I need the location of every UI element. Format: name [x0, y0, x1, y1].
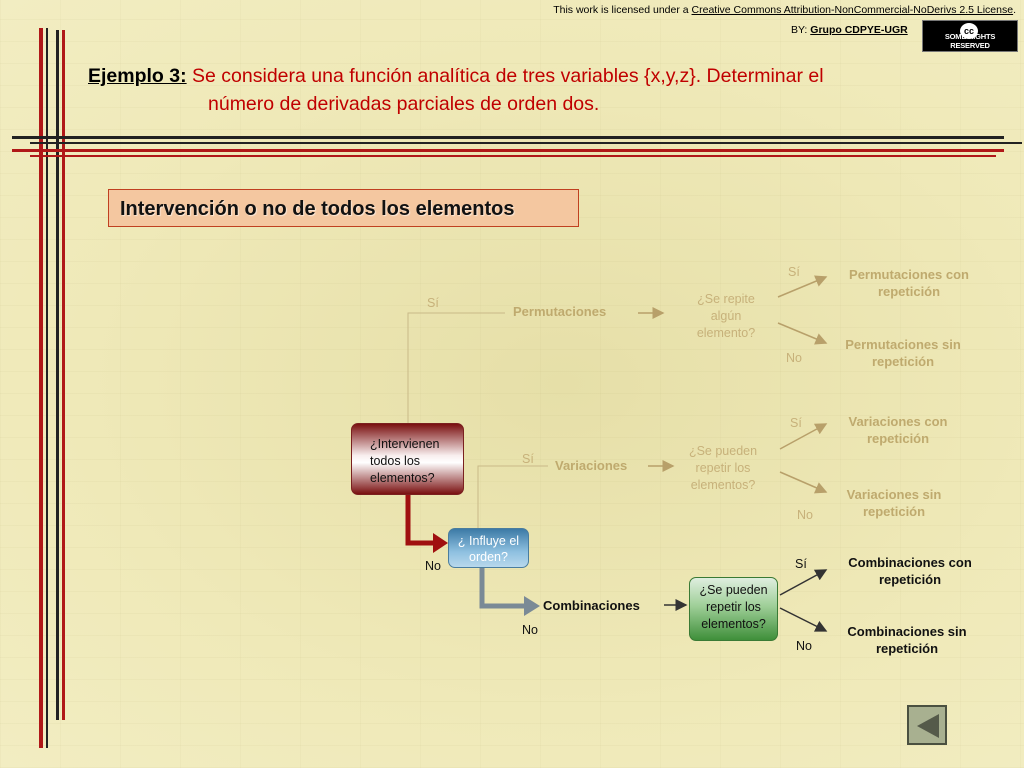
- connector-root-yes: [407, 312, 505, 423]
- cc-logo-icon: cc: [960, 23, 978, 39]
- cc-license-badge[interactable]: cc SOME RIGHTS RESERVED: [922, 20, 1018, 52]
- back-button[interactable]: [907, 705, 947, 745]
- connector-root-no-head: [433, 533, 448, 553]
- author-link[interactable]: Grupo CDPYE-UGR: [810, 24, 908, 36]
- title-line-2: número de derivadas parciales de orden d…: [208, 93, 600, 115]
- connector-comb-yes: [779, 569, 828, 596]
- var-no-label: No: [797, 508, 813, 522]
- result-var-con: Variaciones con repetición: [848, 414, 948, 446]
- order-no-label: No: [522, 623, 538, 637]
- perm-repeat-question: ¿Se repite algún elemento?: [696, 292, 756, 340]
- license-notice: This work is licensed under a Creative C…: [553, 4, 1016, 16]
- example-label: Ejemplo 3:: [88, 65, 187, 87]
- perm-yes-label: Sí: [788, 265, 800, 279]
- connector-order-yes: [477, 465, 548, 528]
- connector-root-no: [405, 495, 436, 546]
- page-title: Ejemplo 3: Se considera una función anal…: [88, 62, 968, 118]
- connector-var-no: [779, 471, 828, 494]
- comb-yes-label: Sí: [795, 557, 807, 571]
- frame-horizontal-red: [12, 149, 1004, 152]
- connector-var-yes: [779, 423, 828, 450]
- cc-badge-text: SOME RIGHTS RESERVED: [944, 32, 996, 50]
- result-perm-con: Permutaciones con repetición: [849, 267, 969, 299]
- back-triangle-icon: [917, 714, 939, 738]
- order-question-node: ¿ Influye el orden?: [448, 528, 529, 568]
- frame-horizontal-red-2: [30, 155, 996, 157]
- perm-no-label: No: [786, 351, 802, 365]
- frame-horizontal-black: [12, 136, 1004, 139]
- frame-vertical-black: [46, 28, 48, 748]
- connector-order-no-head: [524, 596, 540, 616]
- connector-order-no: [479, 568, 526, 609]
- result-var-sin: Variaciones sin repetición: [846, 487, 942, 519]
- connector-perm-yes: [777, 275, 828, 298]
- connector-comb-no: [779, 607, 828, 632]
- comb-no-label: No: [796, 639, 812, 653]
- frame-vertical-red: [39, 28, 43, 748]
- connector-perm-no: [777, 322, 828, 345]
- result-comb-con: Combinaciones con repetición: [848, 555, 972, 587]
- byline: BY: Grupo CDPYE-UGR: [791, 24, 908, 36]
- result-comb-sin: Combinaciones sin repetición: [847, 624, 967, 656]
- license-link[interactable]: Creative Commons Attribution-NonCommerci…: [691, 4, 1014, 16]
- var-repeat-question: ¿Se pueden repetir los elementos?: [688, 444, 758, 492]
- root-yes-label: Sí: [427, 296, 439, 310]
- combinaciones-label: Combinaciones: [543, 598, 640, 613]
- comb-repeat-question-node: ¿Se pueden repetir los elementos?: [689, 577, 778, 641]
- variaciones-label: Variaciones: [555, 458, 628, 473]
- by-label: BY:: [791, 24, 808, 36]
- var-yes-label: Sí: [790, 416, 802, 430]
- frame-horizontal-black-2: [30, 142, 1022, 144]
- frame-vertical-red-2: [62, 30, 65, 720]
- order-yes-label: Sí: [522, 452, 534, 466]
- root-question-node: ¿Intervienen todos los elementos?: [351, 423, 464, 495]
- result-perm-sin: Permutaciones sin repetición: [845, 337, 961, 369]
- title-line-1: Se considera una función analítica de tr…: [186, 65, 824, 87]
- permutaciones-label: Permutaciones: [513, 304, 607, 319]
- frame-vertical-black-2: [56, 30, 59, 720]
- root-no-label: No: [425, 559, 441, 573]
- section-heading: Intervención o no de todos los elementos: [108, 189, 579, 227]
